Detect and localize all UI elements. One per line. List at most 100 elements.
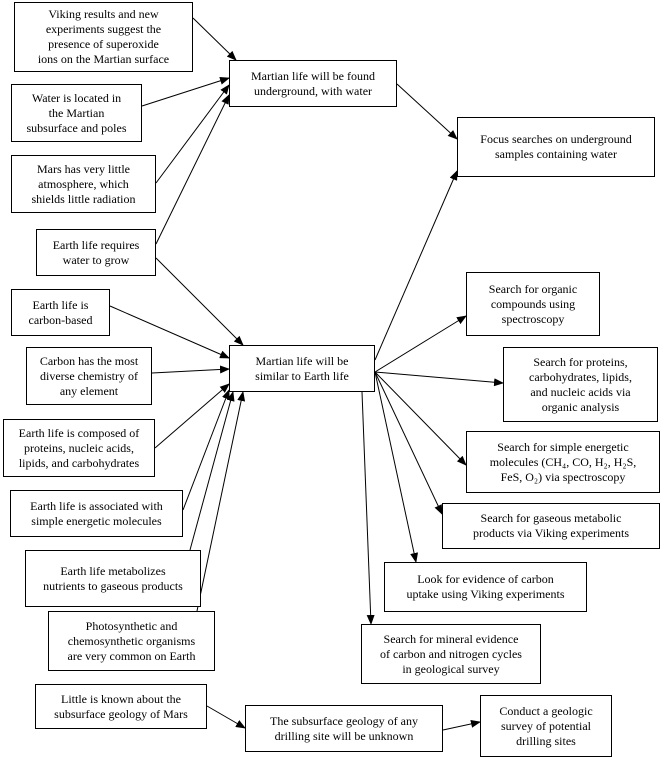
edge-n_similar-to-n_gaseous <box>374 371 443 515</box>
node-label-line: Earth life requires <box>52 237 140 252</box>
edge-n_earth_water-to-n_similar <box>155 257 244 346</box>
node-label-line: ions on the Martian surface <box>37 52 170 66</box>
node-label-line: subsurface geology of Mars <box>54 706 188 721</box>
edge-n_similar-to-n_mineral <box>361 391 375 625</box>
node-label-line: Mars has very little <box>37 161 130 176</box>
edge-n_composed-to-n_similar <box>154 383 230 449</box>
node-label-line: The subsurface geology of any <box>270 713 418 728</box>
edge-n_similar-to-n_organic_spec <box>374 315 467 373</box>
edge-n_carbon_chem-to-n_similar <box>151 365 230 374</box>
node-label-line: compounds using <box>490 296 576 311</box>
node-label-line: proteins, nucleic acids, <box>24 440 134 455</box>
edge-n_little_known-to-n_subsurface_unknown <box>206 705 246 729</box>
node-label-line: samples containing water <box>495 147 617 161</box>
node-label-line: chemosynthetic organisms <box>67 633 196 648</box>
node-label-line: diverse chemistry of <box>40 368 138 383</box>
node-label-line: Earth life metabolizes <box>60 563 166 578</box>
node-label-line: the Martian <box>48 105 105 120</box>
node-label-line: in geological survey <box>402 661 500 676</box>
node-label-line: FeS, O₂) via spectroscopy <box>500 469 626 484</box>
node-label-line: Little is known about the <box>61 691 181 706</box>
edge-n_similar-to-n_carbon_uptake <box>374 371 419 563</box>
node-label-line: organic analysis <box>541 399 620 414</box>
edge-n_underground-to-n_focus <box>396 83 458 140</box>
node-label-line: Water is located in <box>31 90 122 105</box>
node-label-line: of carbon and nitrogen cycles <box>380 646 522 661</box>
edge-n_photosynthetic-to-n_similar <box>196 391 246 612</box>
node-label-line: Earth life is <box>32 297 89 312</box>
node-label-line: Search for gaseous metabolic <box>480 511 622 525</box>
node-label-line: Search for mineral evidence <box>383 631 519 646</box>
node-label-line: products via Viking experiments <box>472 526 630 540</box>
node-label-line: Carbon has the most <box>39 353 139 368</box>
node-label-line: Viking results and new <box>48 7 159 21</box>
node-label-line: nutrients to gaseous products <box>43 578 183 593</box>
edge-n_water_located-to-n_underground <box>141 76 230 107</box>
node-label-line: Earth life is composed of <box>18 425 140 440</box>
node-label-line: drilling site will be unknown <box>274 728 414 743</box>
edge-n_viking_superoxide-to-n_underground <box>192 17 237 61</box>
node-label-line: experiments suggest the <box>45 22 162 36</box>
node-label-line: molecules (CH₄, CO, H₂, H₂S, <box>489 454 637 469</box>
node-label-line: carbohydrates, lipids, <box>529 369 632 384</box>
node-label-line: Earth life is associated with <box>30 498 163 513</box>
node-label-line: presence of superoxide <box>48 37 159 51</box>
node-label-line: lipids, and carbohydrates <box>18 455 140 470</box>
edge-n_subsurface_unknown-to-n_conduct <box>442 719 481 731</box>
node-label-line: Martian life will be found <box>251 68 375 83</box>
node-label-line: drilling sites <box>516 733 576 748</box>
edge-n_energetic_assoc-to-n_similar <box>182 389 230 511</box>
node-label-line: atmosphere, which <box>38 176 129 191</box>
node-label-line: Look for evidence of carbon <box>417 572 554 586</box>
node-label-line: survey of potential <box>501 718 591 733</box>
node-label-line: Martian life will be <box>255 353 349 368</box>
node-label-line: carbon-based <box>28 312 93 327</box>
edge-n_similar-to-n_focus <box>374 170 458 361</box>
node-label-line: Focus searches on underground <box>480 132 632 146</box>
node-label-line: uptake using Viking experiments <box>406 587 565 601</box>
node-label-line: spectroscopy <box>501 311 565 326</box>
node-label-line: simple energetic molecules <box>31 513 162 528</box>
node-label-line: and nucleic acids via <box>530 384 631 399</box>
node-label-line: any element <box>59 383 119 398</box>
node-label-line: Search for proteins, <box>533 354 628 369</box>
edge-n_carbon_based-to-n_similar <box>109 305 230 359</box>
edge-n_similar-to-n_proteins <box>374 371 504 387</box>
node-label-line: subsurface and poles <box>26 120 127 135</box>
node-label-line: shields little radiation <box>31 191 136 206</box>
node-label-line: similar to Earth life <box>255 368 349 383</box>
edge-n_similar-to-n_simple_energetic <box>374 371 467 466</box>
edge-n_earth_water-to-n_underground <box>155 94 230 245</box>
node-label-line: Search for simple energetic <box>497 439 629 454</box>
node-label-line: are very common on Earth <box>67 648 196 663</box>
edge-n_mars_atmosphere-to-n_underground <box>155 84 230 184</box>
node-label-line: water to grow <box>62 252 130 267</box>
node-label-line: Conduct a geologic <box>499 703 593 718</box>
node-label-line: Search for organic <box>488 281 578 296</box>
node-label-line: underground, with water <box>253 83 373 98</box>
node-label-line: Photosynthetic and <box>85 618 178 633</box>
